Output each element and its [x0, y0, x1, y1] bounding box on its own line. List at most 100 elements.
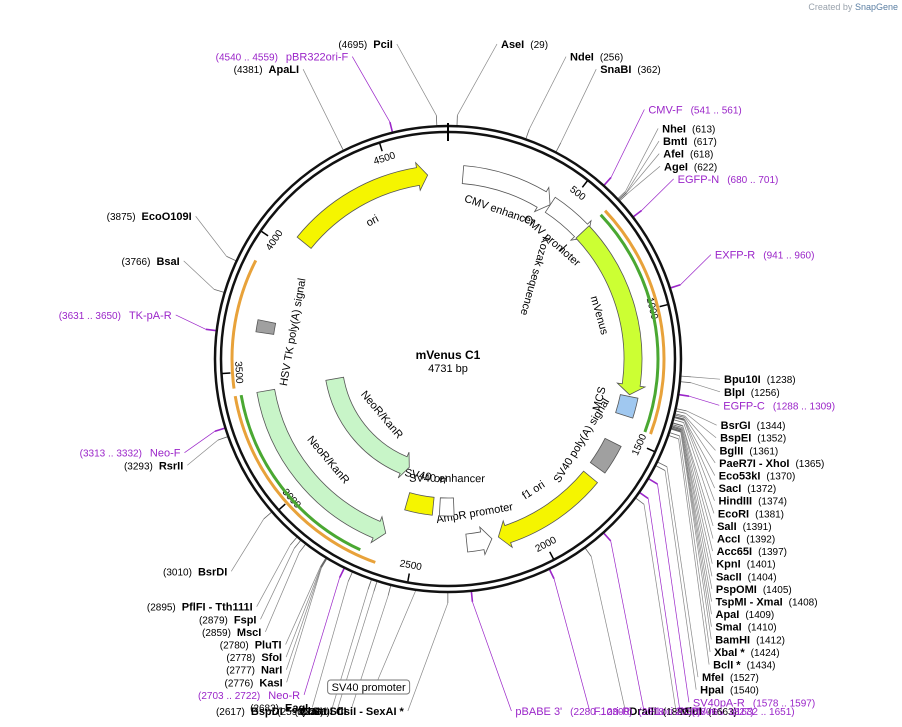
- site-position: (1361): [749, 446, 778, 457]
- site-apai[interactable]: ApaI(1409): [716, 609, 775, 621]
- site-eco53ki-leader: [684, 418, 716, 476]
- primer-tk-pa-r[interactable]: TK-pA-R(3631 .. 3650): [59, 310, 172, 322]
- site-kasi-leader: [286, 567, 322, 683]
- site-saci[interactable]: SacI(1372): [719, 483, 777, 495]
- site-acci[interactable]: AccI(1392): [717, 534, 775, 546]
- site-rsrii[interactable]: RsrII(3293): [124, 460, 183, 472]
- primer-f1ori-f-stub: [603, 532, 612, 542]
- site-acc65i[interactable]: Acc65I(1397): [717, 546, 787, 558]
- site-name: SacII: [716, 571, 742, 583]
- site-smai[interactable]: SmaI(1410): [715, 622, 776, 634]
- primer-pbr322ori-f[interactable]: pBR322ori-F(4540 .. 4559): [216, 52, 349, 64]
- tick-label-3500: 3500: [232, 361, 244, 384]
- site-position: (622): [694, 162, 717, 173]
- site-stui[interactable]: StuI(2598): [277, 706, 333, 718]
- site-hpai-leader: [664, 470, 697, 690]
- site-name: BsrGI: [721, 420, 751, 432]
- primer-f1ori-f[interactable]: F1ori-F(1806 .. 1827): [648, 706, 754, 718]
- site-bsrdi[interactable]: BsrDI(3010): [163, 566, 227, 578]
- site-eco53ki[interactable]: Eco53kI(1370): [719, 471, 796, 483]
- site-snabi-stub: [555, 142, 562, 152]
- site-pcii[interactable]: PciI(4695): [338, 39, 392, 51]
- site-snabi[interactable]: SnaBI(362): [600, 64, 661, 76]
- primer-exfp-r[interactable]: EXFP-R(941 .. 960): [715, 250, 815, 262]
- primer-name: F1ori-F: [648, 706, 684, 718]
- site-sfoi[interactable]: SfoI(2778): [226, 652, 282, 664]
- site-position: (618): [690, 150, 713, 161]
- site-bpu10i[interactable]: Bpu10I(1238): [724, 374, 796, 386]
- site-csii-sexai[interactable]: CsiI - SexAI *(2366): [301, 706, 404, 718]
- site-msci[interactable]: MscI(2859): [202, 627, 261, 639]
- primer-name: TK-pA-R: [129, 310, 172, 322]
- boxed-label-sv40-promoter[interactable]: SV40 promoter: [327, 679, 411, 695]
- site-acci-stub: [672, 422, 683, 427]
- site-saci-stub: [674, 416, 685, 421]
- primer-ebv-rev[interactable]: EBV-rev(1632 .. 1651): [684, 706, 795, 718]
- primer-egfp-n[interactable]: EGFP-N(680 .. 701): [678, 174, 779, 186]
- site-bcli[interactable]: BclI *(1434): [713, 660, 775, 672]
- primer-pbabe-3[interactable]: pBABE 3'(2280 .. 2300): [515, 706, 632, 718]
- feature-sv40-enhancer: [438, 497, 455, 517]
- site-ecoo109i[interactable]: EcoO109I(3875): [107, 211, 192, 223]
- site-blpi[interactable]: BlpI(1256): [724, 387, 780, 399]
- site-nari-leader: [286, 567, 322, 670]
- site-asei[interactable]: AseI(29): [501, 39, 548, 51]
- site-bglii[interactable]: BglII(1361): [719, 445, 778, 457]
- site-stui-stub: [373, 581, 378, 592]
- site-nari[interactable]: NarI(2777): [226, 665, 282, 677]
- site-kpni[interactable]: KpnI(1401): [716, 559, 775, 571]
- site-ecori[interactable]: EcoRI(1381): [718, 508, 784, 520]
- site-position: (2778): [226, 653, 255, 664]
- site-mlui[interactable]: MluI(1663): [680, 706, 737, 718]
- boxed-label-frame: [327, 679, 411, 695]
- primer-neo-f[interactable]: Neo-F(3313 .. 3332): [80, 448, 181, 460]
- credit-prefix: Created by: [808, 2, 853, 12]
- site-ndei[interactable]: NdeI(256): [570, 52, 623, 64]
- site-agei[interactable]: AgeI(622): [664, 161, 717, 173]
- tick-label-4000: 4000: [264, 228, 286, 253]
- site-ecori-leader: [683, 422, 715, 514]
- site-paer7i-xhoi[interactable]: PaeR7I - XhoI(1365): [719, 458, 824, 470]
- primer-egfp-c[interactable]: EGFP-C(1288 .. 1309): [723, 400, 835, 412]
- site-kasi[interactable]: KasI(2776): [224, 677, 282, 689]
- primer-range: (2703 .. 2722): [198, 691, 260, 702]
- site-name: AfeI: [663, 149, 684, 161]
- primer-name: CMV-F: [648, 104, 683, 116]
- site-tspmi-xmai-leader: [680, 430, 712, 602]
- site-draiii[interactable]: DraIII(1893): [629, 706, 691, 718]
- site-pluti-stub: [320, 558, 326, 568]
- site-hpai[interactable]: HpaI(1540): [700, 685, 759, 697]
- site-bsai[interactable]: BsaI(3766): [122, 256, 180, 268]
- tick-label-4500: 4500: [372, 150, 397, 167]
- site-tspmi-xmai[interactable]: TspMI - XmaI(1408): [716, 597, 818, 609]
- site-rsrii-leader: [187, 439, 219, 466]
- site-bspdi-clai[interactable]: BspDI * - ClaI *(2617): [216, 706, 328, 718]
- site-bamhi[interactable]: BamHI(1412): [715, 634, 785, 646]
- site-sfii[interactable]: SfiI(2552): [295, 706, 347, 718]
- site-pflfi-tth111i[interactable]: PflFI - Tth111I(2895): [147, 602, 253, 614]
- primer-f1ori-r[interactable]: F1ori-R(2018 .. 2037): [594, 706, 701, 718]
- site-bglii-leader: [684, 415, 716, 451]
- site-apali[interactable]: ApaLI(4381): [234, 64, 299, 76]
- site-bspei[interactable]: BspEI(1352): [720, 433, 786, 445]
- site-bsrgi[interactable]: BsrGI(1344): [721, 420, 786, 432]
- site-hindiii[interactable]: HindIII(1374): [718, 496, 787, 508]
- site-eagi[interactable]: EagI(2683): [250, 703, 308, 715]
- site-pluti[interactable]: PluTI(2780): [220, 640, 282, 652]
- site-sali[interactable]: SalI(1391): [717, 521, 771, 533]
- site-xbai[interactable]: XbaI *(1424): [714, 647, 779, 659]
- site-afei[interactable]: AfeI (618): [663, 149, 713, 161]
- primer-sv40pa-r[interactable]: SV40pA-R(1578 .. 1597): [693, 697, 815, 709]
- site-position: (1397): [758, 547, 787, 558]
- site-fspi[interactable]: FspI(2879): [199, 614, 257, 626]
- primer-neo-r[interactable]: Neo-R(2703 .. 2722): [198, 690, 300, 702]
- site-pspomi[interactable]: PspOMI(1405): [716, 584, 792, 596]
- site-nhei[interactable]: NheI(613): [662, 123, 715, 135]
- site-smai-stub: [671, 428, 682, 432]
- site-mlui-leader: [643, 504, 677, 712]
- site-sacii[interactable]: SacII(1404): [716, 571, 777, 583]
- site-mfei[interactable]: MfeI(1527): [702, 672, 759, 684]
- site-bmti[interactable]: BmtI(617): [663, 136, 717, 148]
- site-position: (2879): [199, 615, 228, 626]
- primer-cmv-f[interactable]: CMV-F(541 .. 561): [648, 104, 741, 116]
